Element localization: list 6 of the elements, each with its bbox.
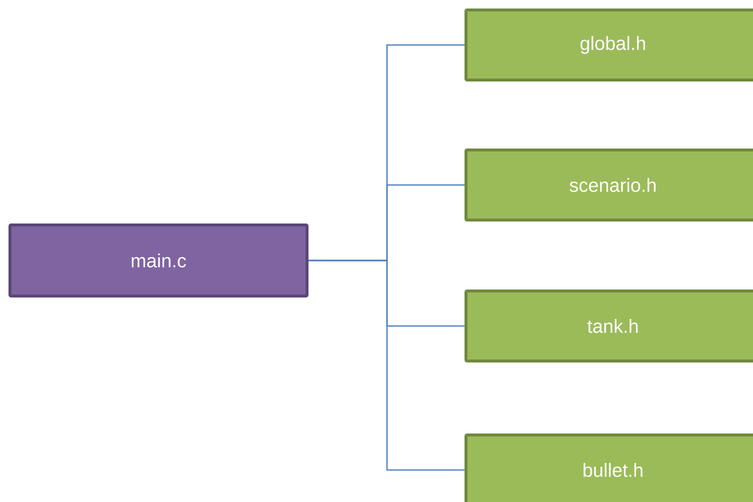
file-box: main.c <box>8 224 308 298</box>
connector-line <box>308 260 464 471</box>
file-box: bullet.h <box>464 434 753 502</box>
file-box: tank.h <box>464 290 753 362</box>
file-box: global.h <box>464 8 753 82</box>
file-box: scenario.h <box>464 148 753 222</box>
